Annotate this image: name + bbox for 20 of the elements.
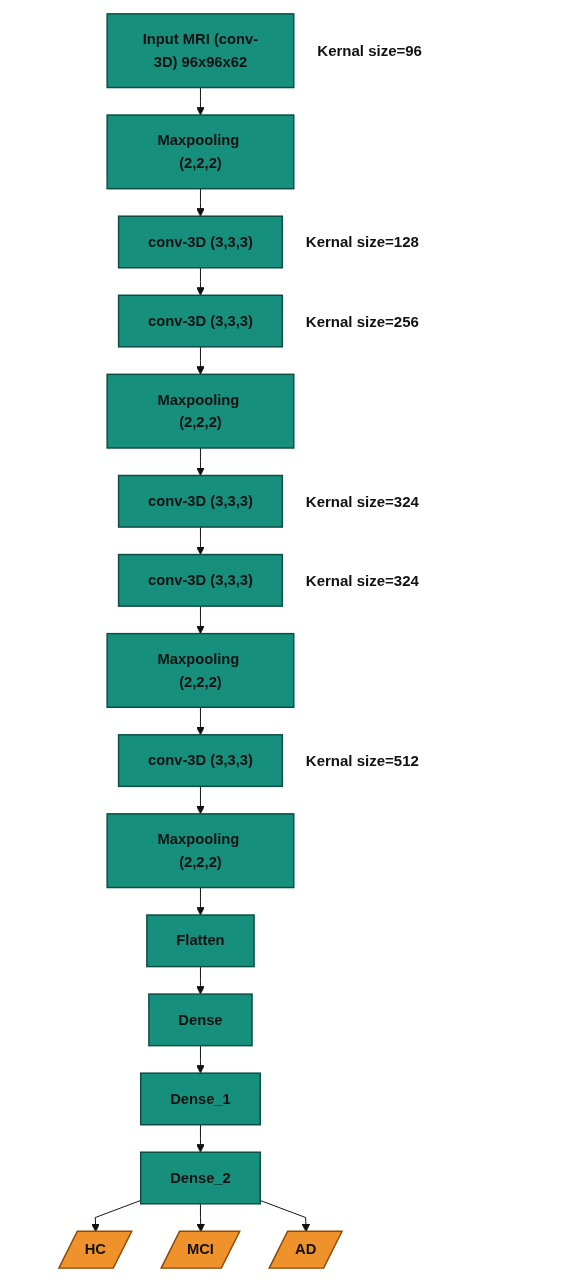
node-box: Dense — [147, 993, 253, 1047]
node-box: Dense_1 — [139, 1072, 261, 1126]
node-box: Input MRI (conv-3D) 96x96x62 — [105, 13, 295, 89]
kernel-size-label: Kernal size=512 — [305, 752, 419, 770]
node-box: conv-3D (3,3,3) — [117, 553, 283, 607]
node-box: Dense_2 — [139, 1151, 261, 1205]
node-box: Maxpooling (2,2,2) — [105, 632, 295, 709]
node-box: conv-3D (3,3,3) — [117, 215, 283, 269]
node-box: conv-3D (3,3,3) — [117, 294, 283, 348]
node-box: Flatten — [145, 914, 255, 968]
node-box: conv-3D (3,3,3) — [117, 734, 283, 788]
node-box: conv-3D (3,3,3) — [117, 474, 283, 528]
node-box: Maxpooling (2,2,2) — [105, 114, 295, 190]
kernel-size-label: Kernal size=324 — [305, 571, 419, 589]
kernel-size-label: Kernal size=256 — [305, 312, 419, 330]
node-box: Maxpooling (2,2,2) — [105, 813, 295, 889]
kernel-size-label: Kernal size=324 — [305, 492, 419, 510]
kernel-size-label: Kernal size=96 — [317, 42, 422, 60]
kernel-size-label: Kernal size=128 — [305, 233, 419, 251]
node-box: Maxpooling (2,2,2) — [105, 373, 295, 449]
